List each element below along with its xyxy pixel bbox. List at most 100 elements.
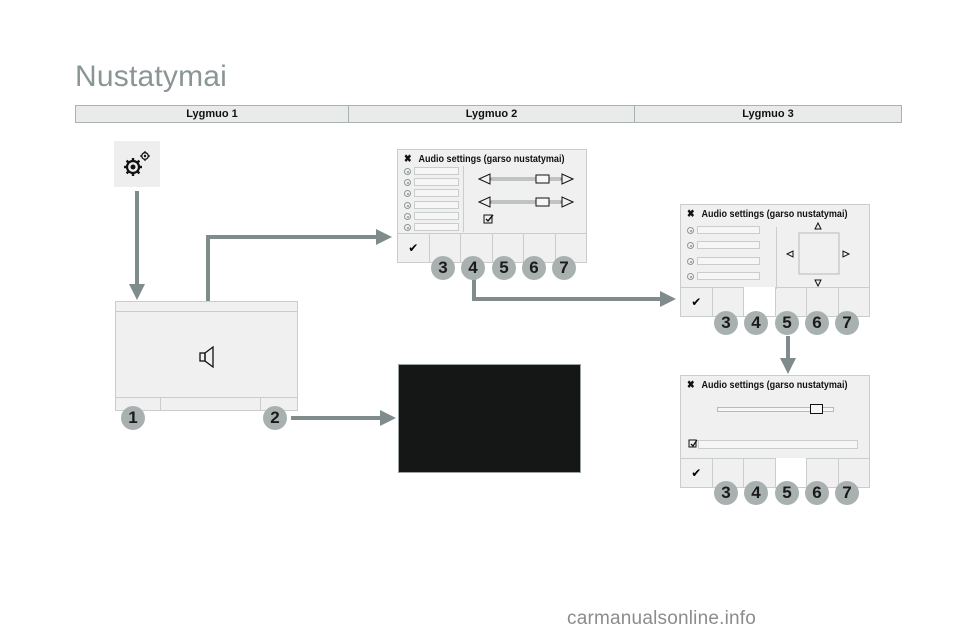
audio-balance-panel: ✖ Audio settings (garso nustatymai) ✔ <box>680 204 870 317</box>
badge-4: 4 <box>744 481 768 505</box>
left-arrow-icon <box>786 250 794 258</box>
option-field[interactable] <box>698 440 858 449</box>
badge-6: 6 <box>522 256 546 280</box>
main-menu-screen <box>115 301 298 411</box>
confirm-button[interactable]: ✔ <box>681 288 713 316</box>
radio-icon[interactable] <box>404 202 411 209</box>
speaker-icon[interactable] <box>199 345 215 369</box>
badge-3: 3 <box>714 311 738 335</box>
close-icon[interactable]: ✖ <box>687 208 695 220</box>
panel-header: Audio settings (garso nustatymai) <box>418 153 565 165</box>
softkey-3[interactable] <box>430 234 461 262</box>
badge-4: 4 <box>744 311 768 335</box>
page-title: Nustatymai <box>75 60 228 93</box>
radio-icon[interactable] <box>687 273 694 280</box>
badge-1: 1 <box>121 406 145 430</box>
badge-7: 7 <box>835 481 859 505</box>
list-item[interactable] <box>414 201 459 209</box>
list-item[interactable] <box>414 223 459 231</box>
slider-left-arrow-icon <box>478 173 491 185</box>
balance-pad[interactable] <box>786 221 856 289</box>
confirm-button[interactable]: ✔ <box>398 234 430 262</box>
list-item[interactable] <box>697 272 760 280</box>
slider-right-arrow-icon <box>561 196 574 208</box>
check-icon: ✔ <box>408 241 419 255</box>
check-icon: ✔ <box>691 295 702 309</box>
blank-screen <box>398 364 581 473</box>
level-2-label: Lygmuo 2 <box>349 106 635 122</box>
badge-6: 6 <box>805 311 829 335</box>
levels-header: Lygmuo 1 Lygmuo 2 Lygmuo 3 <box>75 105 902 123</box>
level-1-label: Lygmuo 1 <box>76 106 349 122</box>
radio-icon[interactable] <box>404 179 411 186</box>
arrow-head-down <box>780 358 796 374</box>
right-arrow-icon <box>842 250 851 258</box>
radio-icon[interactable] <box>404 168 411 175</box>
watermark: carmanualsonline.info <box>567 608 757 629</box>
badge-6: 6 <box>805 481 829 505</box>
badge-3: 3 <box>431 256 455 280</box>
close-icon[interactable]: ✖ <box>687 379 695 391</box>
softkey-3[interactable] <box>713 288 744 316</box>
up-arrow-icon <box>814 221 822 230</box>
list-item[interactable] <box>414 178 459 186</box>
close-icon[interactable]: ✖ <box>404 153 412 165</box>
connector-speaker-vertical <box>206 235 210 342</box>
list-item[interactable] <box>697 241 760 249</box>
audio-settings-panel: ✖ Audio settings (garso nustatymai) ✔ <box>397 149 587 263</box>
arrow-head-right <box>380 410 396 426</box>
screen-tab-1[interactable] <box>116 398 161 410</box>
radio-icon[interactable] <box>404 190 411 197</box>
panel-header: Audio settings (garso nustatymai) <box>701 208 848 220</box>
list-item[interactable] <box>414 167 459 175</box>
badge-5: 5 <box>775 481 799 505</box>
panel-header: Audio settings (garso nustatymai) <box>701 379 848 391</box>
audio-level-panel: ✖ Audio settings (garso nustatymai) ✔ <box>680 375 870 488</box>
softkey-6[interactable] <box>807 459 839 487</box>
badge-7: 7 <box>835 311 859 335</box>
connector-speaker-horizontal <box>206 235 378 239</box>
radio-icon[interactable] <box>687 227 694 234</box>
softkey-5[interactable] <box>493 234 524 262</box>
badge-3: 3 <box>714 481 738 505</box>
radio-icon[interactable] <box>404 224 411 231</box>
arrow-head-down <box>129 284 145 300</box>
radio-icon[interactable] <box>687 242 694 249</box>
softkey-4[interactable] <box>461 234 493 262</box>
confirm-button[interactable]: ✔ <box>681 459 713 487</box>
level-slider-thumb[interactable] <box>809 404 823 414</box>
sliders[interactable] <box>478 172 574 232</box>
gears-icon <box>124 151 150 176</box>
list-item[interactable] <box>414 212 459 220</box>
badge-4: 4 <box>461 256 485 280</box>
connector-2-to-black <box>291 416 382 420</box>
list-item[interactable] <box>414 189 459 197</box>
settings-button[interactable] <box>114 141 160 187</box>
softkey-6[interactable] <box>807 288 839 316</box>
arrow-head-right <box>376 229 392 245</box>
level-slider-track[interactable] <box>717 407 834 412</box>
badge-7: 7 <box>552 256 576 280</box>
radio-icon[interactable] <box>404 213 411 220</box>
softkey-5[interactable] <box>776 288 807 316</box>
slider-left-arrow-icon <box>478 196 491 208</box>
arrow-head-right <box>660 291 676 307</box>
arrow-gear-to-screen <box>135 191 139 287</box>
badge-2: 2 <box>263 406 287 430</box>
connector-4-vertical <box>472 279 476 301</box>
softkey-6[interactable] <box>524 234 556 262</box>
slider-right-arrow-icon <box>561 173 574 185</box>
connector-4-horizontal <box>472 297 662 301</box>
badge-5: 5 <box>775 311 799 335</box>
screen-tab-2[interactable] <box>161 398 261 410</box>
list-item[interactable] <box>697 226 760 234</box>
connector-5-down <box>786 336 790 360</box>
list-item[interactable] <box>697 257 760 265</box>
down-arrow-icon <box>814 279 822 288</box>
radio-icon[interactable] <box>687 258 694 265</box>
level-3-label: Lygmuo 3 <box>742 108 794 120</box>
softkey-3[interactable] <box>713 459 744 487</box>
softkey-4[interactable] <box>744 459 776 487</box>
checkbox-icon[interactable] <box>688 439 698 449</box>
badge-5: 5 <box>492 256 516 280</box>
